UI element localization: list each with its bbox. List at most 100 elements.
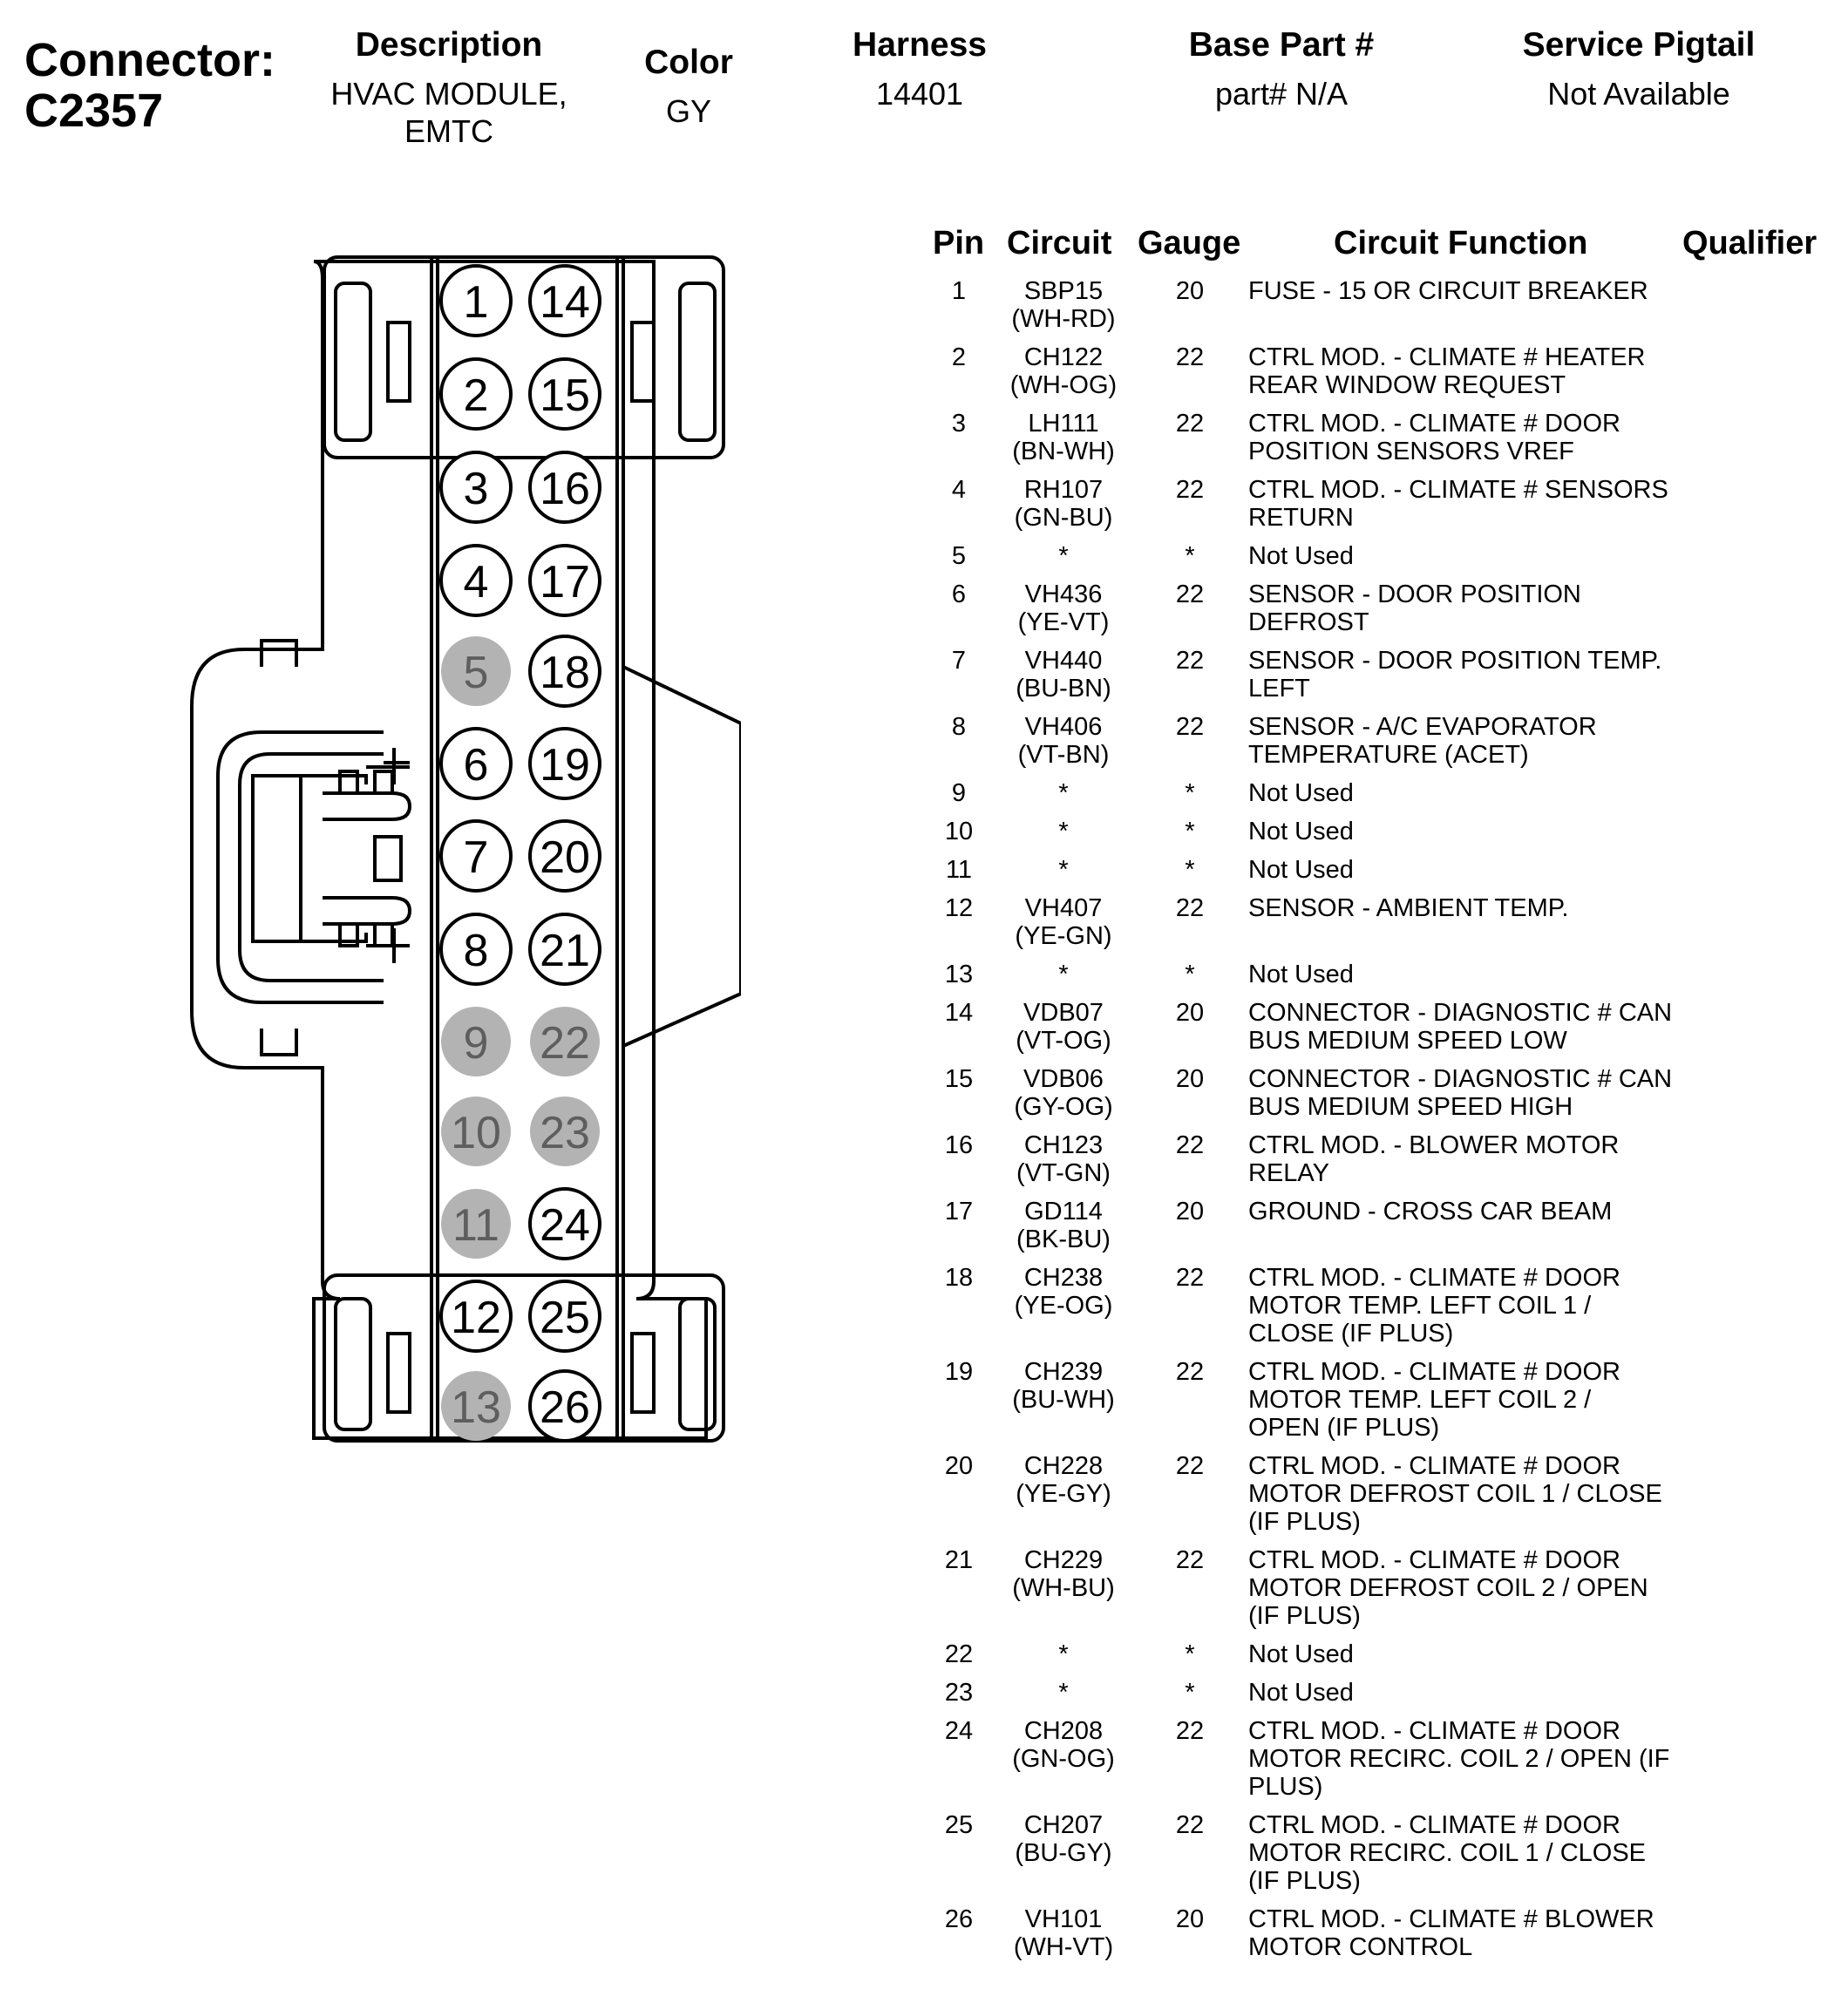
circuit-line: * bbox=[1058, 818, 1069, 845]
circuit-cell: CH123(VT-GN) bbox=[994, 1131, 1133, 1187]
function-line: SENSOR - A/C EVAPORATOR bbox=[1248, 713, 1597, 741]
gauge-cell: * bbox=[1185, 856, 1195, 884]
circuit-line: * bbox=[1058, 1640, 1069, 1668]
circuit-line: (BN-WH) bbox=[1012, 438, 1115, 465]
function-line: MOTOR TEMP. LEFT COIL 1 / bbox=[1248, 1292, 1592, 1320]
circuit-line: CH122 bbox=[1023, 343, 1104, 371]
gauge-cell: 22 bbox=[1175, 343, 1205, 371]
pin-number-label: 7 bbox=[464, 832, 489, 883]
pin-cell: 22 bbox=[944, 1640, 974, 1668]
circuit-cell: CH239(BU-WH) bbox=[994, 1358, 1133, 1414]
circuit-line: (YE-GY) bbox=[1016, 1480, 1111, 1508]
circuit-line: (GN-OG) bbox=[1012, 1745, 1115, 1773]
pin-cell: 2 bbox=[951, 343, 967, 371]
pin-circle bbox=[528, 727, 601, 800]
function-line: RETURN bbox=[1248, 504, 1354, 532]
function-line: Not Used bbox=[1248, 542, 1354, 570]
pin-circle bbox=[528, 1280, 601, 1353]
function-line: CTRL MOD. - CLIMATE # DOOR bbox=[1248, 1811, 1620, 1839]
column-header-gauge: Gauge bbox=[1138, 225, 1241, 261]
pin-circle bbox=[528, 1187, 601, 1260]
connector-body-outline bbox=[190, 260, 708, 1440]
pin-circle bbox=[530, 1007, 600, 1076]
gauge-cell: 22 bbox=[1175, 410, 1205, 438]
pin-number-label: 14 bbox=[540, 277, 590, 328]
circuit-line: (BK-BU) bbox=[1016, 1226, 1111, 1253]
pin-number-label: 17 bbox=[540, 557, 590, 608]
pin-circle bbox=[439, 544, 513, 617]
connector-label: Connector: bbox=[24, 34, 275, 86]
pin-circle bbox=[439, 913, 513, 986]
circuit-line: RH107 bbox=[1023, 476, 1104, 504]
circuit-line: (YE-GN) bbox=[1015, 922, 1112, 950]
table-row: 13**Not Used bbox=[0, 961, 1848, 988]
circuit-line: VDB07 bbox=[1023, 999, 1104, 1027]
circuit-line: (WH-OG) bbox=[1009, 371, 1118, 399]
circuit-line: (VT-OG) bbox=[1016, 1027, 1111, 1055]
circuit-line: VH440 bbox=[1024, 647, 1103, 675]
table-row: 11**Not Used bbox=[0, 856, 1848, 884]
pin-13: 13 bbox=[441, 1371, 511, 1441]
pin-6: 6 bbox=[439, 727, 513, 800]
function-line: CTRL MOD. - CLIMATE # BLOWER bbox=[1248, 1905, 1654, 1933]
function-line: RELAY bbox=[1248, 1159, 1329, 1187]
pin-16: 16 bbox=[528, 451, 601, 524]
pin-circle bbox=[528, 264, 601, 337]
function-line: MOTOR DEFROST COIL 2 / OPEN bbox=[1248, 1574, 1648, 1602]
pin-15: 15 bbox=[528, 357, 601, 431]
function-line: SENSOR - DOOR POSITION bbox=[1248, 581, 1581, 608]
gauge-cell: 22 bbox=[1175, 1131, 1205, 1159]
circuit-line: VDB06 bbox=[1023, 1065, 1104, 1093]
circuit-line: * bbox=[1058, 856, 1069, 884]
pin-23: 23 bbox=[530, 1097, 600, 1166]
circuit-line: * bbox=[1058, 1679, 1069, 1707]
gauge-cell: 22 bbox=[1175, 581, 1205, 608]
pin-number-label: 11 bbox=[452, 1200, 499, 1251]
pin-cell: 12 bbox=[944, 894, 974, 922]
pin-cell: 24 bbox=[944, 1717, 974, 1745]
function-line: CTRL MOD. - CLIMATE # DOOR bbox=[1248, 1546, 1620, 1574]
pin-21: 21 bbox=[528, 913, 601, 986]
pin-circle bbox=[528, 913, 601, 986]
function-line: (IF PLUS) bbox=[1248, 1602, 1361, 1630]
function-line: TEMPERATURE (ACET) bbox=[1248, 741, 1529, 769]
function-line: Not Used bbox=[1248, 779, 1354, 807]
pin-cell: 18 bbox=[944, 1264, 974, 1292]
gauge-cell: * bbox=[1185, 779, 1195, 807]
pin-circle bbox=[439, 1280, 513, 1353]
pin-number-label: 2 bbox=[464, 370, 489, 421]
gauge-cell: * bbox=[1185, 1640, 1195, 1668]
pin-number-label: 23 bbox=[540, 1108, 590, 1158]
pin-cell: 25 bbox=[944, 1811, 974, 1839]
circuit-line: CH207 bbox=[1023, 1811, 1104, 1839]
harness-value: 14401 bbox=[875, 76, 964, 112]
pin-20: 20 bbox=[528, 819, 601, 893]
pin-cell: 5 bbox=[951, 542, 967, 570]
circuit-line: (BU-WH) bbox=[1012, 1386, 1115, 1414]
pin-circle bbox=[528, 544, 601, 617]
connector-title-block: Connector: C2357 bbox=[24, 35, 275, 136]
table-row: 23**Not Used bbox=[0, 1679, 1848, 1707]
pin-cell: 9 bbox=[951, 779, 967, 807]
base-part-value: part# N/A bbox=[1214, 76, 1349, 112]
service-pigtail-value: Not Available bbox=[1547, 76, 1730, 112]
pin-number-label: 1 bbox=[464, 277, 489, 328]
pin-circle bbox=[439, 451, 513, 524]
function-line: MOTOR CONTROL bbox=[1248, 1933, 1473, 1961]
pin-number-label: 24 bbox=[540, 1200, 590, 1251]
gauge-cell: * bbox=[1185, 542, 1195, 570]
circuit-line: * bbox=[1058, 961, 1069, 988]
function-line: BUS MEDIUM SPEED HIGH bbox=[1248, 1093, 1573, 1121]
function-line: POSITION SENSORS VREF bbox=[1248, 438, 1574, 465]
pin-circle bbox=[528, 635, 601, 708]
pin-circle bbox=[439, 357, 513, 431]
